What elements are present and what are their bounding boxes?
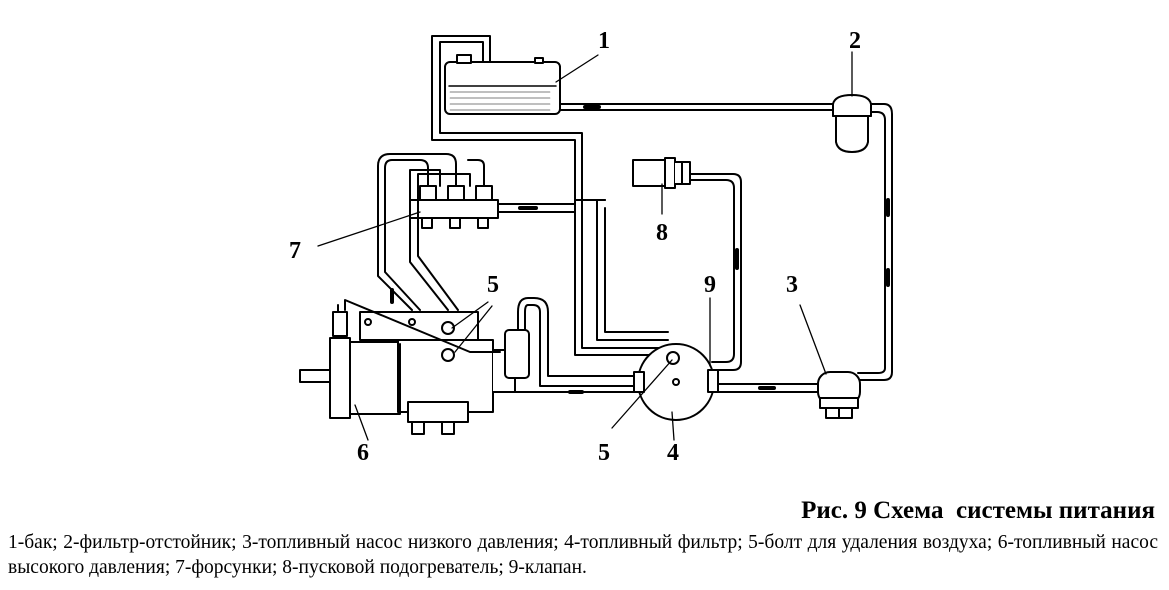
leader-lines	[317, 51, 853, 441]
fuel-system-diagram: 1 2 3 4 5 5 6 7 8 9	[289, 28, 893, 466]
figure-title: Рис. 9 Схема системы питания	[801, 497, 1155, 524]
return-line	[431, 35, 676, 356]
figure-legend: 1-бак; 2-фильтр-отстойник; 3-топливный н…	[8, 532, 1158, 578]
label-6-high-pressure-pump: 6	[357, 440, 369, 466]
injectors	[409, 185, 576, 229]
label-9-valve: 9	[704, 272, 716, 298]
label-5-air-bleed-bolt-bottom: 5	[598, 440, 610, 466]
label-4-fuel-filter: 4	[667, 440, 679, 466]
hp-pump-overflow-line	[574, 199, 669, 341]
label-5-air-bleed-bolt-top: 5	[487, 272, 499, 298]
label-7-injectors: 7	[289, 238, 301, 264]
label-2-filter-settler: 2	[849, 28, 861, 54]
settler-to-pump-line	[857, 103, 893, 381]
tank-to-settler-line	[559, 103, 839, 111]
pump-to-filter-line	[711, 383, 819, 393]
high-pressure-pump	[299, 299, 530, 435]
high-pressure-lines	[377, 153, 485, 311]
label-8-starting-heater: 8	[656, 220, 668, 246]
starting-heater	[632, 157, 691, 189]
low-pressure-pump	[817, 371, 861, 419]
fuel-tank	[444, 54, 561, 115]
filter-to-hp-pump-line	[499, 297, 635, 394]
valve-to-heater-line	[689, 173, 742, 371]
label-3-low-pressure-pump: 3	[786, 272, 798, 298]
label-1-tank: 1	[598, 28, 610, 54]
fuel-filter	[633, 343, 719, 421]
filter-settler	[832, 94, 872, 153]
